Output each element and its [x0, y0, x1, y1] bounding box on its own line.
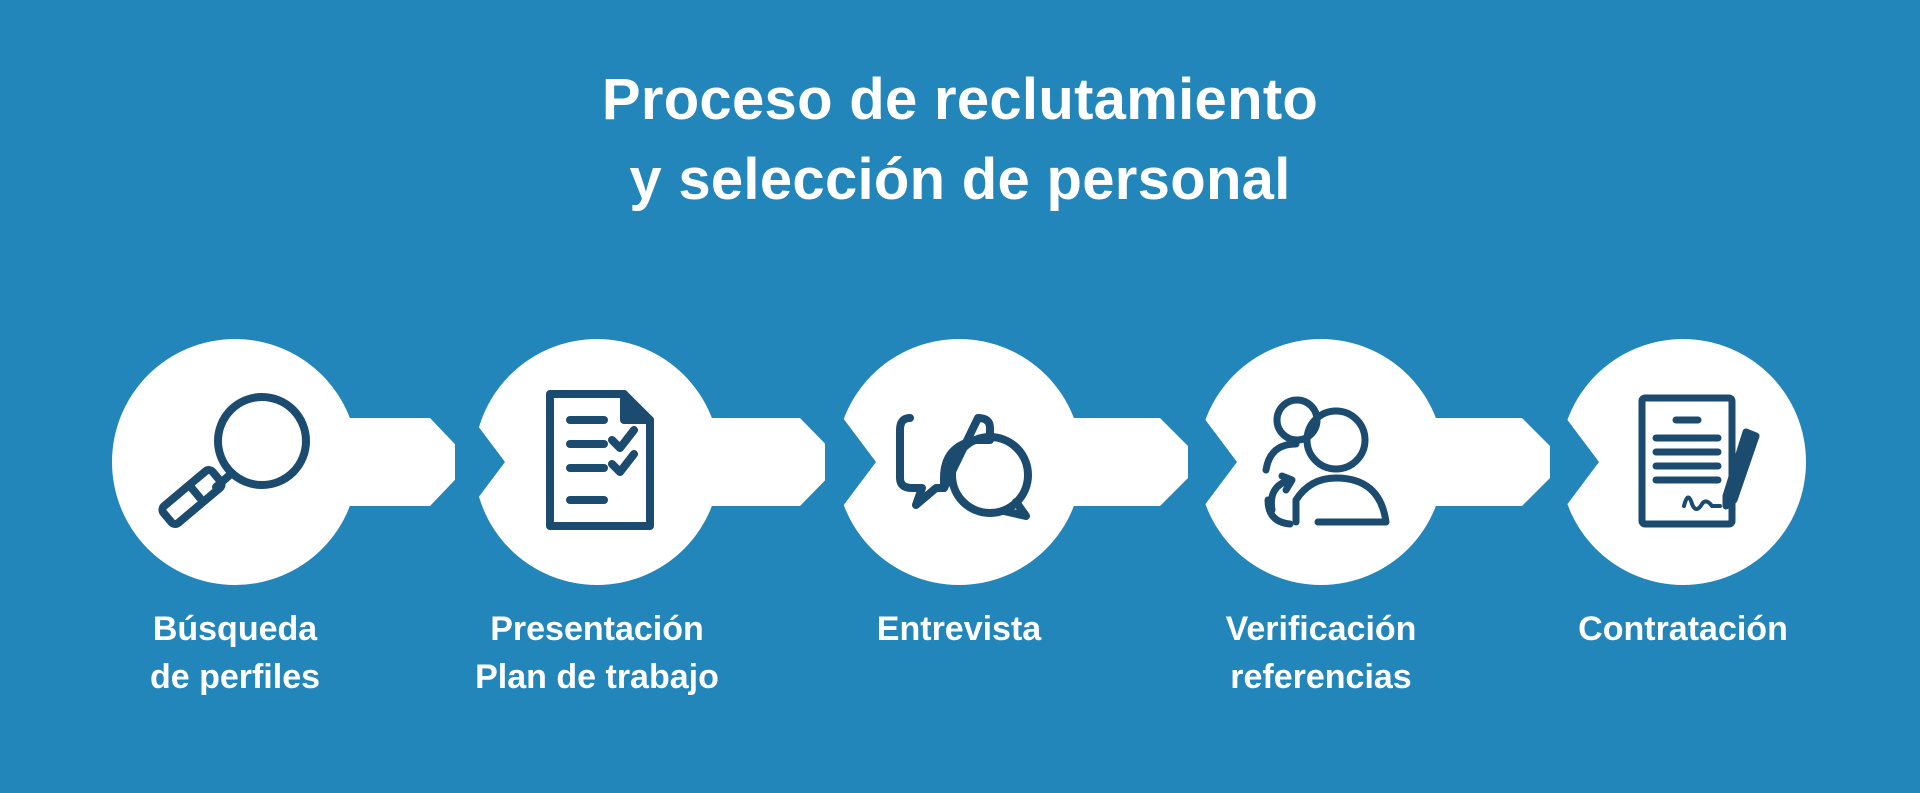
speech-bubbles-icon — [896, 414, 1032, 520]
arrow-connector-2 — [700, 418, 843, 506]
step-label-1: Búsqueda de perfiles — [85, 605, 385, 701]
signed-contract-icon — [1638, 394, 1760, 528]
step-label-5: Contratación — [1533, 605, 1833, 653]
step-circle-5 — [1550, 339, 1806, 585]
step-label-5-line-1: Contratación — [1578, 610, 1788, 648]
step-label-2-line-2: Plan de trabajo — [475, 658, 719, 696]
connectors — [340, 418, 1566, 506]
step-label-3: Entrevista — [809, 605, 1109, 653]
arrow-connector-4 — [1425, 418, 1566, 506]
arrow-connector-3 — [1062, 418, 1204, 506]
checklist-document-icon — [546, 390, 654, 530]
step-label-2-line-1: Presentación — [490, 610, 704, 648]
step-label-4-line-1: Verificación — [1225, 610, 1417, 648]
step-label-4: Verificación referencias — [1171, 605, 1471, 701]
magnifying-glass-icon — [158, 393, 310, 528]
step-label-3-line-1: Entrevista — [876, 610, 1042, 648]
people-refresh-icon — [1262, 396, 1390, 528]
diagram-title: Proceso de reclutamiento y selección de … — [0, 60, 1920, 220]
step-label-1-line-2: de perfiles — [149, 658, 321, 696]
title-line-1: Proceso de reclutamiento — [601, 67, 1319, 132]
title-line-2: y selección de personal — [629, 147, 1291, 212]
step-circle-1 — [112, 339, 358, 585]
step-label-4-line-2: referencias — [1230, 658, 1412, 696]
step-label-1-line-1: Búsqueda — [152, 610, 318, 648]
step-label-2: Presentación Plan de trabajo — [447, 605, 747, 701]
arrow-connector-1 — [340, 418, 472, 506]
step-circle-2 — [455, 339, 720, 585]
